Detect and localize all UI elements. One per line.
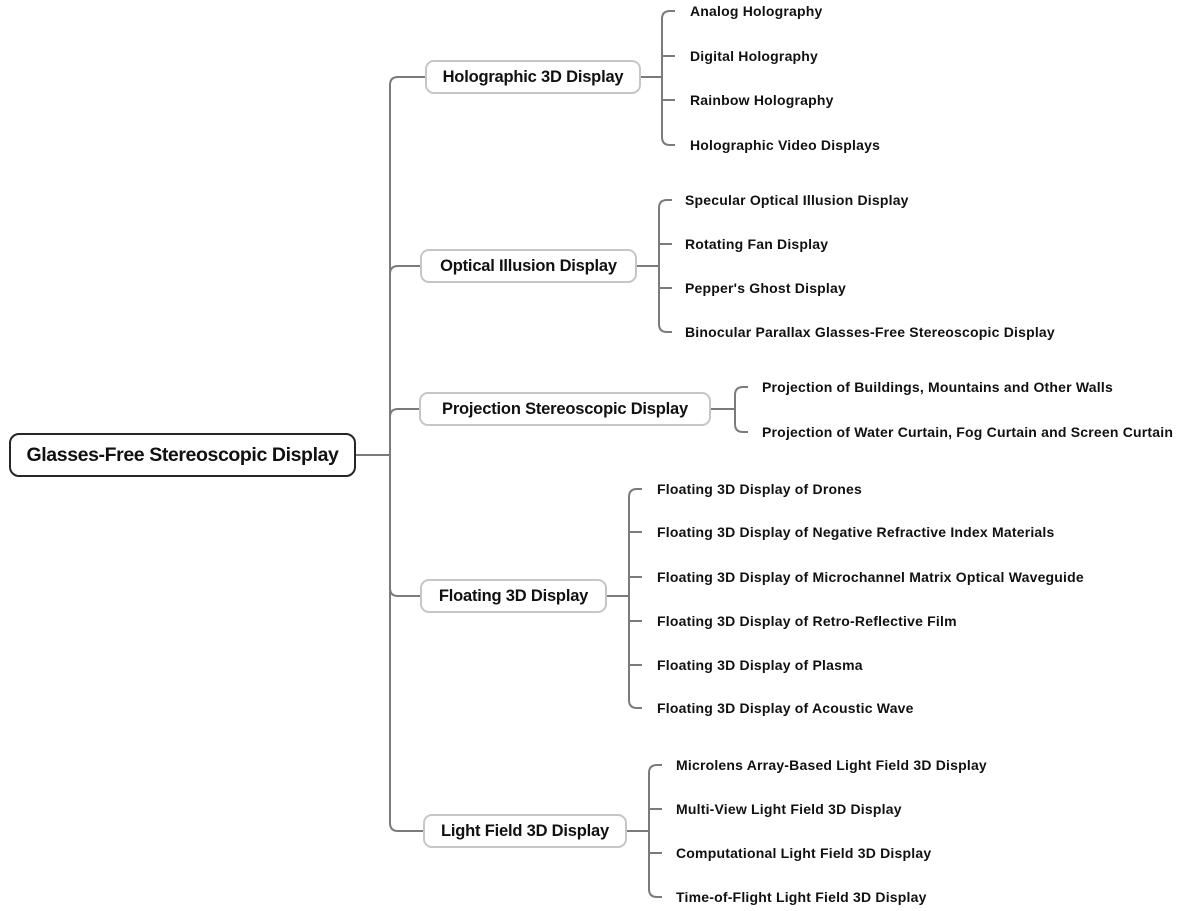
leaf-node-label: Floating 3D Display of Plasma [657, 657, 863, 673]
branch-node: Holographic 3D Display [425, 60, 641, 94]
leaf-node-label: Multi-View Light Field 3D Display [676, 801, 902, 817]
leaf-node-label: Time-of-Flight Light Field 3D Display [676, 889, 927, 905]
leaf-node-label: Digital Holography [690, 48, 819, 64]
connector-line [389, 76, 425, 832]
branch-node-label: Light Field 3D Display [441, 821, 609, 840]
leaf-node-label: Floating 3D Display of Retro-Reflective … [657, 613, 957, 629]
leaf-node-label: Analog Holography [690, 3, 823, 19]
leaf-node-label: Rainbow Holography [690, 92, 834, 108]
branch-node-label: Holographic 3D Display [442, 67, 624, 86]
leaf-node-label: Floating 3D Display of Negative Refracti… [657, 524, 1055, 540]
branch-node-label: Optical Illusion Display [440, 256, 617, 275]
leaf-node-label: Projection of Buildings, Mountains and O… [762, 379, 1113, 395]
leaf-node-label: Projection of Water Curtain, Fog Curtain… [762, 424, 1174, 440]
connector-line [661, 10, 675, 146]
leaf-node-label: Binocular Parallax Glasses-Free Stereosc… [685, 324, 1055, 340]
connector-line [734, 386, 748, 433]
branch-node-label: Projection Stereoscopic Display [442, 399, 688, 418]
leaf-node-label: Rotating Fan Display [685, 236, 829, 252]
connector-line [389, 587, 420, 597]
leaf-node-label: Microlens Array-Based Light Field 3D Dis… [676, 757, 987, 773]
leaf-node-label: Specular Optical Illusion Display [685, 192, 909, 208]
leaf-node-label: Floating 3D Display of Microchannel Matr… [657, 569, 1084, 585]
branch-node: Optical Illusion Display [420, 249, 637, 283]
connector-line [389, 265, 420, 275]
branch-node: Floating 3D Display [420, 579, 607, 613]
connector-line [648, 764, 662, 898]
branch-node-label: Floating 3D Display [438, 586, 589, 605]
leaf-node-label: Computational Light Field 3D Display [676, 845, 932, 861]
branch-node: Light Field 3D Display [423, 814, 627, 848]
root-node: Glasses-Free Stereoscopic Display [9, 433, 356, 477]
leaf-node-label: Pepper's Ghost Display [685, 280, 846, 296]
connector-line [389, 408, 419, 418]
leaf-node-label: Floating 3D Display of Drones [657, 481, 862, 497]
branch-node: Projection Stereoscopic Display [419, 392, 711, 426]
leaf-node-label: Floating 3D Display of Acoustic Wave [657, 700, 914, 716]
connector-line [628, 488, 642, 709]
connector-line [658, 199, 672, 333]
root-node-label: Glasses-Free Stereoscopic Display [26, 443, 339, 466]
leaf-node-label: Holographic Video Displays [690, 137, 881, 153]
